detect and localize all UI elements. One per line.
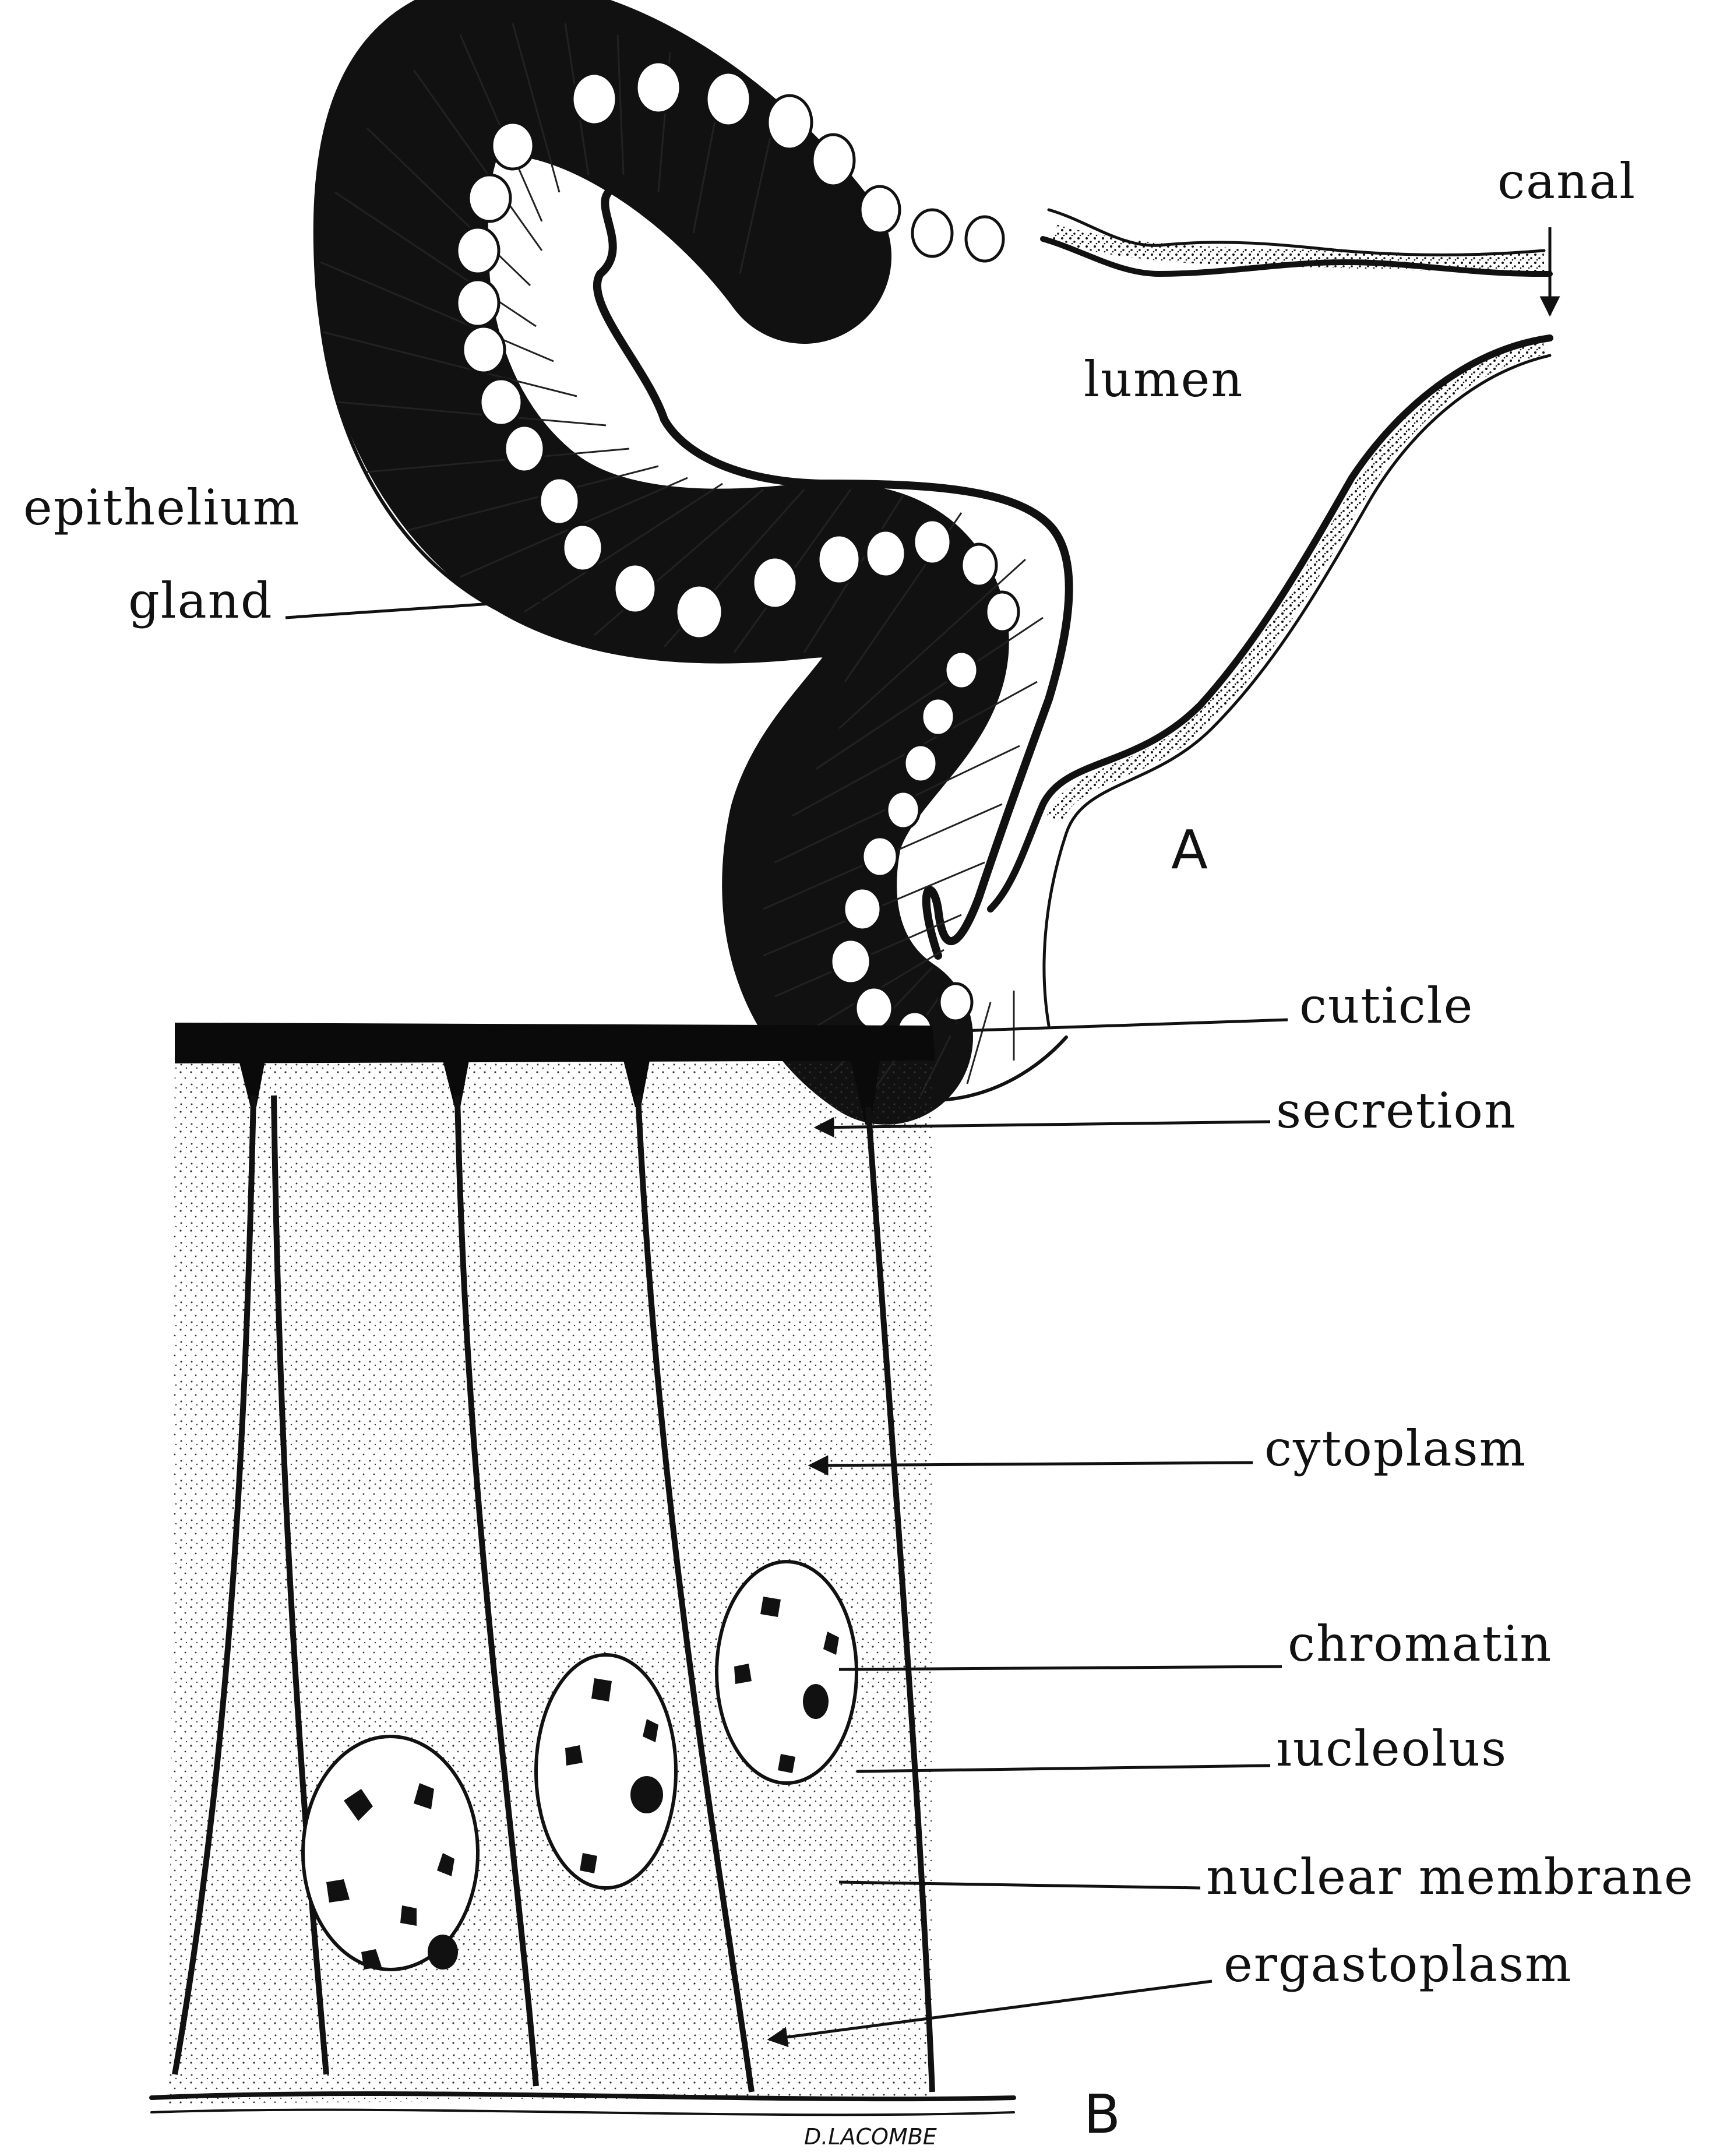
label-gland: gland [128,572,273,629]
nucleus-1 [303,1736,478,1970]
label-cytoplasm: cytoplasm [1264,1420,1527,1477]
canal-lower-stipple [1055,347,1544,819]
label-lumen: lumen [1084,351,1243,408]
label-chromatin: chromatin [1288,1615,1552,1672]
cuticle-bar [175,1023,935,1063]
label-epithelium: epithelium [23,479,300,536]
label-canal: canal [1497,153,1636,210]
label-nuclear-membrane: nuclear membrane [1206,1848,1694,1905]
label-ergastoplasm: ergastoplasm [1224,1936,1573,1993]
gland-diagram-a [318,8,1550,1100]
label-secretion: secretion [1276,1082,1517,1139]
label-nucleolus: ıucleolus [1276,1720,1507,1777]
label-cuticle: cuticle [1299,977,1474,1034]
basal-membrane-2 [151,2110,1014,2115]
cell-detail-diagram-b [151,1023,1014,2115]
panel-label-b: B [1084,2083,1120,2146]
artist-signature: D.LACOMBE [804,2124,937,2150]
canal-lower-wall-outer [1044,355,1550,1026]
cuticle-leader [944,1020,1288,1031]
panel-label-a: A [1171,819,1208,881]
